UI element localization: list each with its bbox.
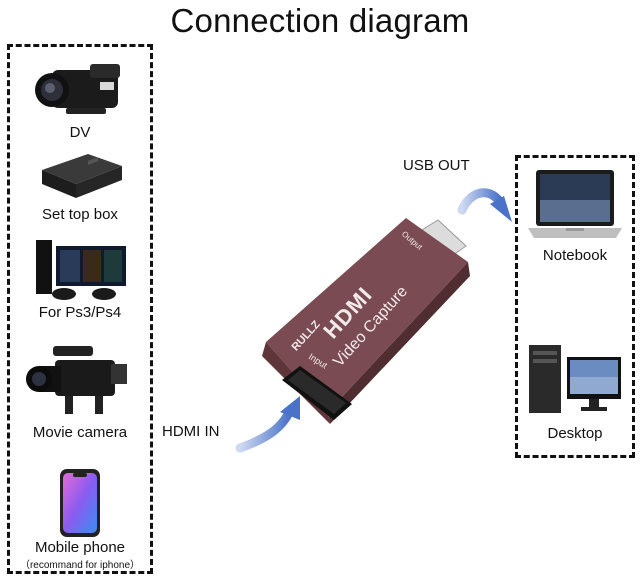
device-label: Mobile phone xyxy=(34,539,126,556)
hdmi-input-port xyxy=(282,366,352,420)
camcorder-icon xyxy=(35,64,120,114)
output-device-desktop: Desktop xyxy=(522,343,628,442)
device-sublabel: （recommand for iphone） xyxy=(19,560,141,571)
usb-out-label: USB OUT xyxy=(403,157,470,174)
input-device-dv: DV xyxy=(18,60,142,141)
game-console-icon xyxy=(36,240,126,300)
movie-camera-icon xyxy=(26,346,127,414)
output-device-notebook: Notebook xyxy=(522,168,628,264)
input-device-game-console: For Ps3/Ps4 xyxy=(18,236,142,321)
output-port-label: Output xyxy=(399,229,425,252)
device-label: Set top box xyxy=(42,206,118,223)
input-port-label: Input xyxy=(306,351,330,371)
device-brand-text: RULLZ xyxy=(289,318,323,354)
output-devices-group xyxy=(515,155,635,458)
device-label: For Ps3/Ps4 xyxy=(38,304,122,321)
set-top-box-icon xyxy=(42,154,122,198)
page-title: Connection diagram xyxy=(170,2,470,39)
input-device-mobile-phone: Mobile phone （recommand for iphone） xyxy=(14,468,146,571)
input-device-movie-camera: Movie camera xyxy=(14,338,146,441)
device-label: DV xyxy=(69,124,91,141)
desktop-pc-icon xyxy=(529,345,621,413)
hdmi-in-arrow xyxy=(235,396,300,453)
device-label: Desktop xyxy=(547,425,603,442)
smartphone-icon xyxy=(60,469,100,537)
input-device-set-top-box: Set top box xyxy=(18,148,142,223)
laptop-icon xyxy=(528,170,622,238)
device-label: Notebook xyxy=(542,247,608,264)
usb-out-arrow xyxy=(457,188,512,222)
device-label: Movie camera xyxy=(32,424,128,441)
input-devices-group xyxy=(7,44,153,574)
hdmi-in-label: HDMI IN xyxy=(162,423,220,440)
